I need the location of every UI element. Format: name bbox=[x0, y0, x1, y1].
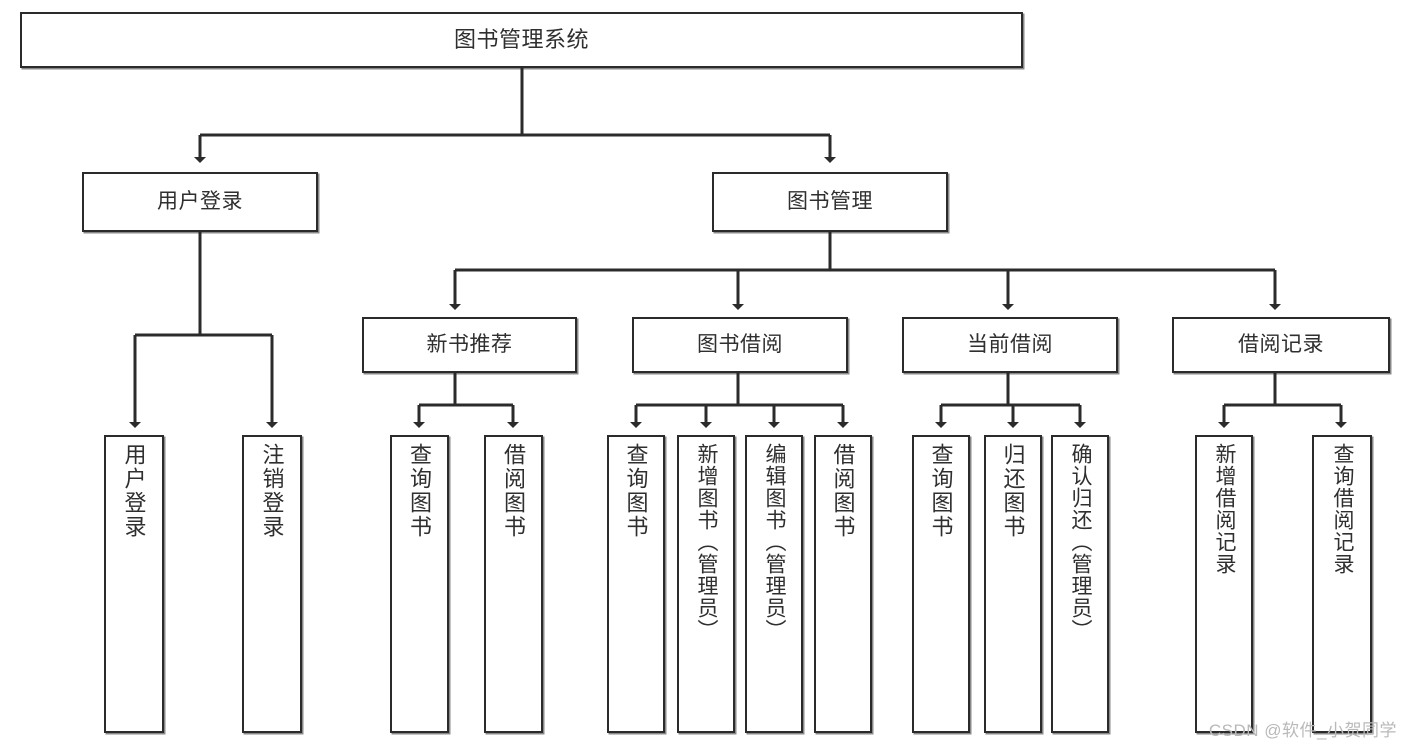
watermark: CSDN @软件_小贺同学 bbox=[1208, 721, 1397, 740]
leaf-query-book-borrow[interactable]: 查询图书 bbox=[607, 435, 665, 733]
node-label: 注销登录 bbox=[259, 443, 285, 539]
leaf-add-borrow-record[interactable]: 新增借阅记录 bbox=[1195, 435, 1253, 733]
leaf-query-book-new[interactable]: 查询图书 bbox=[390, 435, 449, 733]
node-book-borrow[interactable]: 图书借阅 bbox=[632, 317, 848, 373]
node-current-borrow[interactable]: 当前借阅 bbox=[902, 317, 1118, 373]
node-label: 当前借阅 bbox=[967, 332, 1053, 356]
node-label: 新增图书（管理员） bbox=[695, 443, 719, 641]
node-borrow-record[interactable]: 借阅记录 bbox=[1172, 317, 1390, 373]
node-label: 图书管理 bbox=[787, 189, 873, 213]
node-user-login[interactable]: 用户登录 bbox=[82, 172, 318, 232]
leaf-logout-login[interactable]: 注销登录 bbox=[242, 435, 302, 733]
node-label: 用户登录 bbox=[157, 189, 243, 213]
leaf-query-borrow-record[interactable]: 查询借阅记录 bbox=[1312, 435, 1372, 733]
node-label: 借阅图书 bbox=[501, 443, 527, 539]
leaf-user-login[interactable]: 用户登录 bbox=[104, 435, 164, 733]
node-label: 查询图书 bbox=[407, 443, 433, 539]
leaf-confirm-return-admin[interactable]: 确认归还（管理员） bbox=[1051, 435, 1109, 733]
node-new-book-recommend[interactable]: 新书推荐 bbox=[362, 317, 577, 373]
node-label: 新增借阅记录 bbox=[1213, 443, 1237, 575]
node-book-management[interactable]: 图书管理 bbox=[712, 172, 948, 232]
node-label: 新书推荐 bbox=[426, 332, 513, 356]
node-label: 确认归还（管理员） bbox=[1069, 443, 1093, 641]
node-label: 图书管理系统 bbox=[453, 27, 589, 53]
node-label: 用户登录 bbox=[121, 443, 147, 539]
leaf-return-book[interactable]: 归还图书 bbox=[984, 435, 1042, 733]
node-label: 归还图书 bbox=[1000, 443, 1026, 539]
node-label: 图书借阅 bbox=[697, 332, 783, 356]
node-label: 查询借阅记录 bbox=[1331, 443, 1355, 575]
node-label: 编辑图书（管理员） bbox=[763, 443, 787, 641]
leaf-borrow-book[interactable]: 借阅图书 bbox=[814, 435, 872, 733]
node-label: 借阅图书 bbox=[830, 443, 856, 539]
leaf-edit-book-admin[interactable]: 编辑图书（管理员） bbox=[745, 435, 803, 733]
node-label: 借阅记录 bbox=[1238, 332, 1324, 356]
leaf-add-book-admin[interactable]: 新增图书（管理员） bbox=[677, 435, 735, 733]
node-label: 查询图书 bbox=[623, 443, 649, 539]
node-root-library-system[interactable]: 图书管理系统 bbox=[20, 12, 1023, 68]
leaf-query-book-current[interactable]: 查询图书 bbox=[912, 435, 970, 733]
leaf-borrow-book-new[interactable]: 借阅图书 bbox=[484, 435, 543, 733]
node-label: 查询图书 bbox=[928, 443, 954, 539]
